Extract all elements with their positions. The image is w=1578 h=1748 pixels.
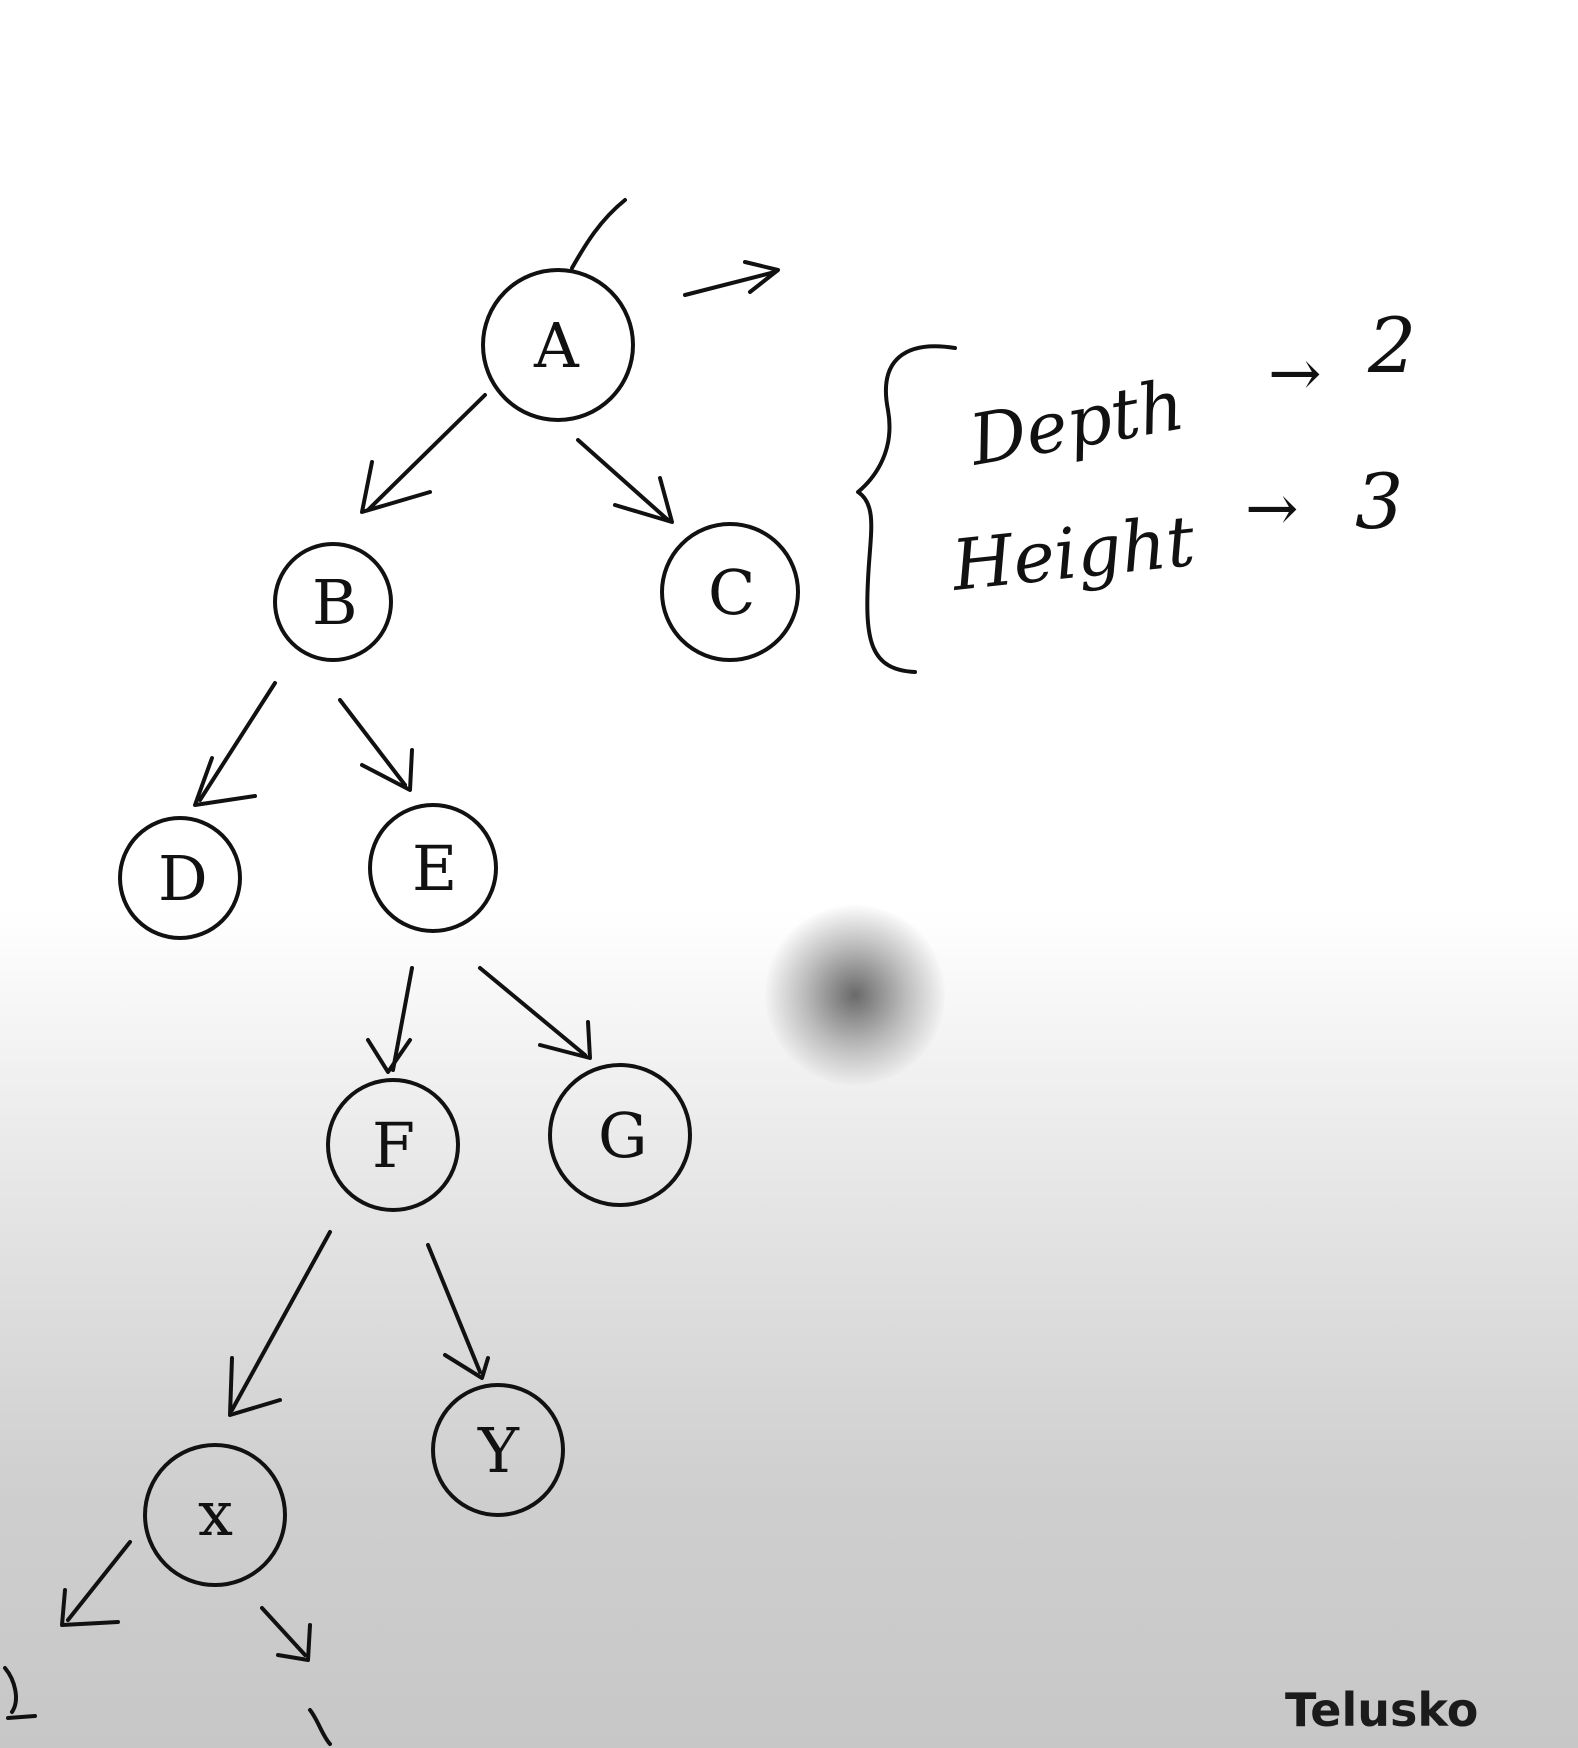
node-g: G xyxy=(548,1063,692,1207)
annotations: Depth → 2 Height → 3 xyxy=(946,301,1416,607)
edge-f-x xyxy=(230,1230,332,1412)
edge-f-y xyxy=(426,1243,482,1374)
node-f: F xyxy=(326,1078,460,1212)
curly-brace-icon xyxy=(856,344,957,674)
edge-b-d-arrowhead xyxy=(193,756,257,807)
edge-f-y-arrowhead xyxy=(443,1353,490,1380)
edge-e-f-arrowhead xyxy=(366,1038,412,1074)
edge-fragment-right xyxy=(308,1708,332,1746)
pointer-halo-icon xyxy=(765,905,945,1085)
edge-e-g xyxy=(478,966,587,1057)
tree-nodes: A B C D E F G x xyxy=(118,268,800,1587)
edge-e-g-arrowhead xyxy=(538,1020,592,1060)
node-d: D xyxy=(118,816,242,940)
node-d-label: D xyxy=(158,842,208,915)
edge-a-b xyxy=(366,393,487,512)
channel-watermark: Telusko xyxy=(1285,1683,1479,1737)
edge-b-e-arrowhead xyxy=(360,748,414,792)
edge-f-x-arrowhead xyxy=(228,1356,282,1417)
edge-a-c-arrowhead xyxy=(613,476,674,524)
node-a-label: A xyxy=(533,309,580,382)
edge-b-e xyxy=(338,698,407,787)
edge-e-f xyxy=(391,966,414,1072)
edge-b-d xyxy=(198,681,277,802)
height-label: Height xyxy=(946,500,1199,607)
edge-x-left-arrowhead xyxy=(60,1588,120,1627)
edge-fragment-left xyxy=(3,1666,37,1720)
node-y: Y xyxy=(431,1383,565,1517)
tree-edges xyxy=(3,198,957,1746)
node-x-label: x xyxy=(198,1477,233,1550)
node-g-label: G xyxy=(598,1099,648,1172)
depth-value: 2 xyxy=(1367,301,1416,390)
depth-arrow-icon: → xyxy=(1268,337,1322,411)
node-x: x xyxy=(143,1443,287,1587)
height-value: 3 xyxy=(1355,457,1403,546)
depth-label: Depth xyxy=(962,364,1191,483)
node-c: C xyxy=(660,522,800,662)
edge-x-right-arrowhead xyxy=(276,1623,312,1662)
node-e-label: E xyxy=(412,832,457,905)
node-b-label: B xyxy=(312,566,358,639)
node-a: A xyxy=(481,268,635,422)
arrow-right-icon-head xyxy=(743,260,780,294)
node-y-label: Y xyxy=(477,1414,520,1487)
height-arrow-icon: → xyxy=(1245,472,1299,546)
arrow-right-icon xyxy=(683,270,777,297)
edge-x-right xyxy=(260,1606,307,1657)
node-e: E xyxy=(368,803,498,933)
edge-x-left xyxy=(66,1540,132,1622)
root-pointer-line xyxy=(570,198,627,270)
node-b: B xyxy=(273,542,393,662)
edge-a-c xyxy=(576,438,670,522)
node-f-label: F xyxy=(372,1109,415,1182)
edge-a-b-arrowhead xyxy=(360,460,432,514)
node-c-label: C xyxy=(708,556,755,629)
